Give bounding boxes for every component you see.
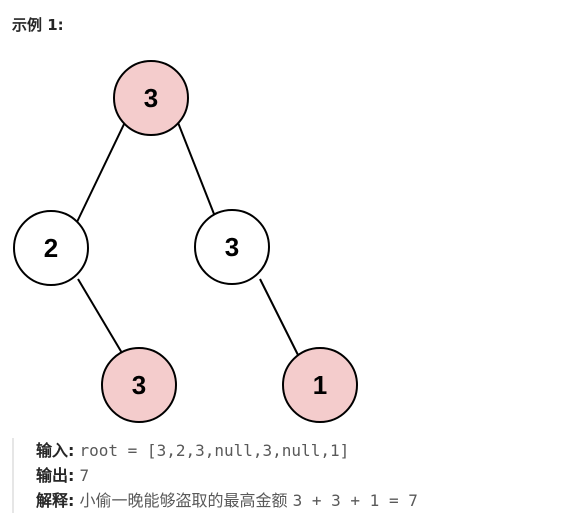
tree-node-left-right-circle (101, 347, 177, 423)
output-value: 7 (79, 466, 90, 485)
tree-node-left-circle (13, 210, 89, 286)
tree-node-right-right: 1 (282, 347, 358, 423)
input-label: 输入: (36, 441, 75, 460)
output-label: 输出: (36, 466, 75, 485)
edge-left-leftright (77, 278, 123, 354)
tree-node-right: 3 (194, 209, 270, 285)
binary-tree-diagram: 3 2 3 3 1 (13, 60, 358, 423)
input-line: 输入: root = [3,2,3,null,3,null,1] (36, 438, 557, 463)
input-value: root = [3,2,3,null,3,null,1] (79, 441, 350, 460)
tree-node-right-circle (194, 209, 270, 285)
example-heading: 示例 1: (12, 16, 64, 34)
tree-node-root-circle (113, 60, 189, 136)
example-io-block: 输入: root = [3,2,3,null,3,null,1] 输出: 7 解… (12, 438, 557, 513)
tree-node-left: 2 (13, 210, 89, 286)
tree-node-right-value: 3 (225, 232, 239, 262)
edge-root-right (176, 119, 215, 215)
explanation-line: 解释: 小偷一晚能够盗取的最高金额 3 + 3 + 1 = 7 (36, 488, 557, 513)
tree-node-right-right-value: 1 (313, 370, 327, 400)
explanation-text: 小偷一晚能够盗取的最高金额 (79, 491, 288, 510)
tree-edges (76, 119, 299, 356)
output-line: 输出: 7 (36, 463, 557, 488)
explanation-label: 解释: (36, 491, 75, 510)
explanation-formula: 3 + 3 + 1 = 7 (292, 491, 418, 510)
tree-node-left-right-value: 3 (132, 370, 146, 400)
tree-node-left-right: 3 (101, 347, 177, 423)
edge-root-left (76, 119, 127, 223)
tree-node-root-value: 3 (144, 83, 158, 113)
tree-node-right-right-circle (282, 347, 358, 423)
tree-node-root: 3 (113, 60, 189, 136)
edge-right-rightright (259, 278, 299, 356)
tree-node-left-value: 2 (44, 233, 58, 263)
